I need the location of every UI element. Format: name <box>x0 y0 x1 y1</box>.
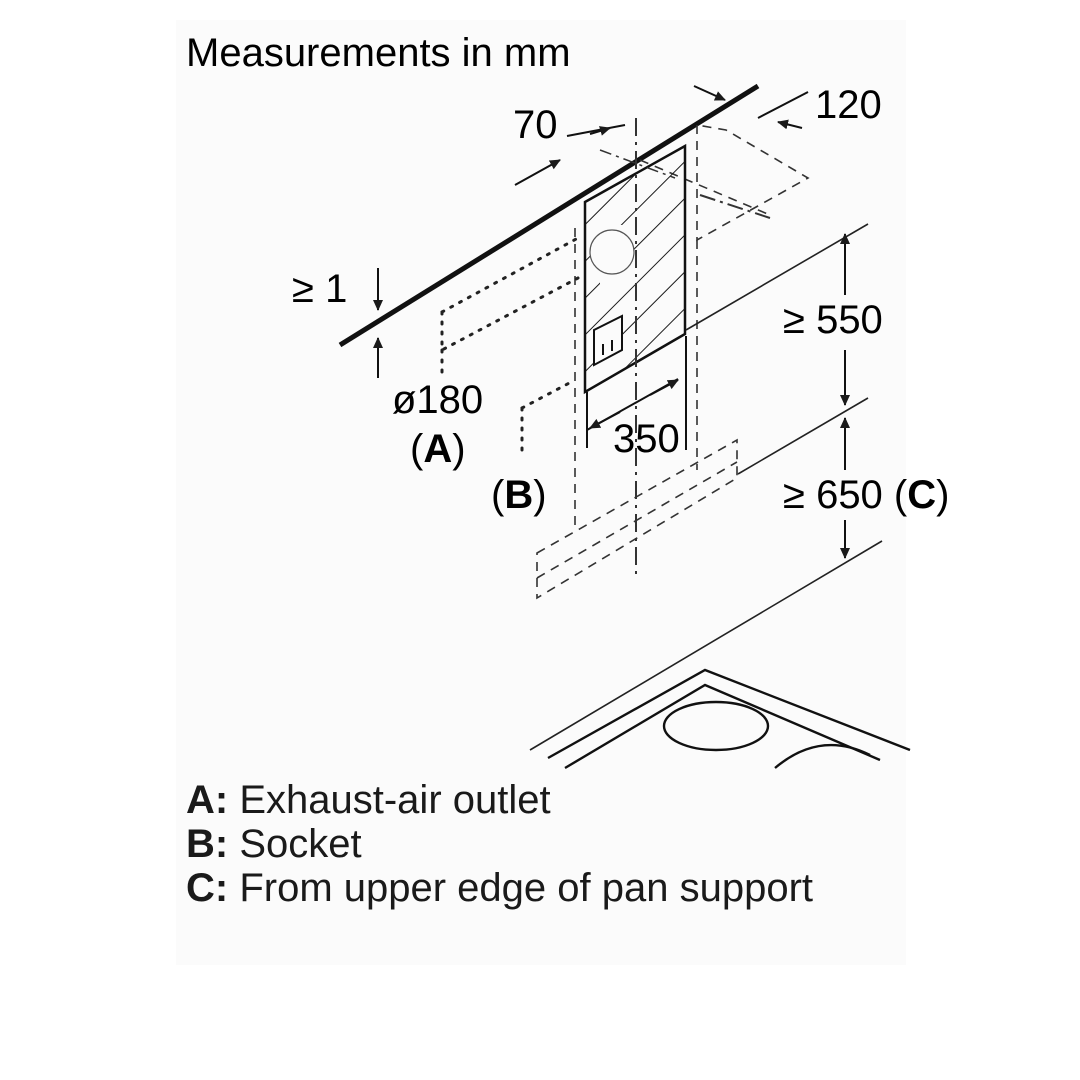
hob <box>547 668 911 770</box>
legend-item-c: C: From upper edge of pan support <box>186 866 813 910</box>
socket-symbol <box>593 314 623 367</box>
legend-item-a: A: Exhaust-air outlet <box>186 778 551 822</box>
title-text: Measurements in mm <box>186 31 571 75</box>
dim-550-label: ≥ 550 <box>783 298 883 342</box>
dim-120-label: 120 <box>815 83 882 127</box>
dim-180-label: ø180 <box>392 378 483 422</box>
dim-min1-label: ≥ 1 <box>292 267 347 311</box>
ceiling-line <box>338 83 760 348</box>
legend-text-c: From upper edge of pan support <box>228 866 814 910</box>
diagram-background <box>176 20 906 965</box>
dim-350-label: 350 <box>613 417 680 461</box>
legend-item-b: B: Socket <box>186 822 362 866</box>
exhaust-outline-dotted <box>440 236 580 374</box>
legend-key-b: B: <box>186 822 229 866</box>
legend-key-c: C: <box>186 866 229 910</box>
reference-lines <box>529 223 883 751</box>
legend-text-b: Socket <box>228 822 362 866</box>
callout-a: (A) <box>410 427 466 471</box>
dim-650-label: ≥ 650 (C) <box>783 473 949 517</box>
callout-b: (B) <box>491 473 547 517</box>
socket-outline-dotted <box>520 378 577 457</box>
legend-key-a: A: <box>186 778 229 822</box>
legend-text-a: Exhaust-air outlet <box>228 778 551 822</box>
dimension-lines <box>373 85 850 559</box>
hood-lower-dashed <box>536 438 738 600</box>
dim-70-label: 70 <box>513 103 558 147</box>
